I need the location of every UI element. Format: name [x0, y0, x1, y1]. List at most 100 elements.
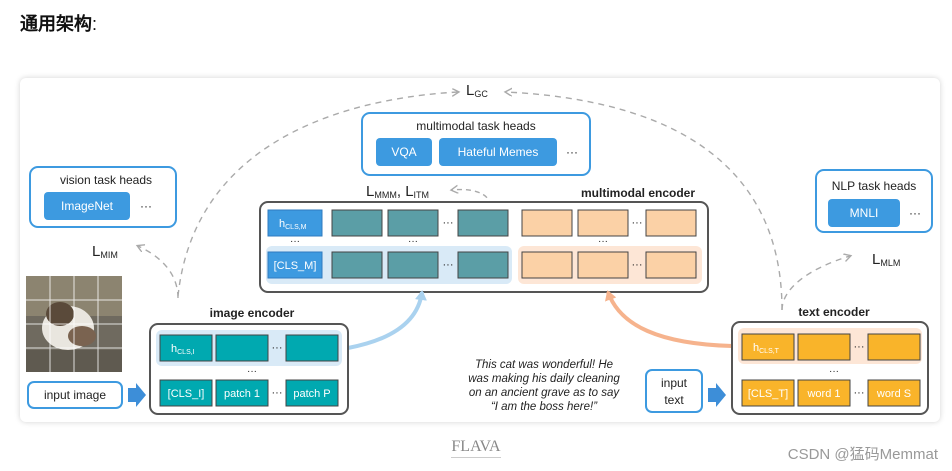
watermark: CSDN @猛码Memmat — [787, 446, 938, 463]
input-text-label-2: text — [664, 393, 684, 407]
image-encoder: image encoder hCLS,I ··· ··· [CLS_I] pat… — [149, 306, 349, 415]
image-h-cls-token — [159, 334, 213, 362]
nlp-heads-more: ··· — [909, 206, 921, 220]
mm-h-cls-label: hCLS,M — [279, 218, 307, 231]
mm-txt-token — [577, 251, 629, 279]
image-patch1-label: patch 1 — [224, 388, 260, 400]
text-encoder: text encoder hCLS,T ··· ··· [CLS_T] word… — [731, 305, 929, 415]
input-text-box[interactable] — [645, 369, 703, 413]
image-vdots: ··· — [247, 366, 257, 377]
text-vdots: ··· — [829, 366, 839, 377]
text-encoder-title: text encoder — [798, 305, 870, 319]
multimodal-encoder-title: multimodal encoder — [581, 186, 695, 200]
text-h-cls-label: hCLS,T — [753, 342, 780, 355]
imagenet-head-label: ImageNet — [61, 199, 114, 213]
mm-txt-token — [645, 251, 697, 279]
mm-img-token — [457, 251, 509, 279]
mm-img-token — [331, 209, 383, 237]
image-patch-token — [285, 379, 339, 407]
multimodal-encoder: multimodal encoder hCLS,M ··· ··· ··· ··… — [259, 186, 709, 293]
vision-heads-title: vision task heads — [60, 173, 152, 187]
mm-img-token — [331, 251, 383, 279]
image-to-multimodal-arrow — [347, 290, 427, 350]
text-h-cls-token — [741, 333, 795, 361]
mnli-head-button[interactable] — [828, 199, 900, 227]
loss-mim: LMIM — [92, 243, 118, 260]
image-hidden-token — [285, 334, 339, 362]
text-sample-line: was making his daily cleaning — [468, 373, 620, 385]
text-cls-label: [CLS_T] — [748, 388, 788, 400]
mm-img-token — [387, 209, 439, 237]
heading-colon: : — [92, 14, 98, 34]
image-h-cls-label: hCLS,I — [171, 343, 195, 356]
mm-txt-token — [577, 209, 629, 237]
heading-title: 通用架构 — [20, 14, 92, 34]
text-to-multimodal-arrow — [605, 290, 733, 348]
mm-vdots-right: ··· — [598, 236, 608, 247]
text-word1-label: word 1 — [806, 388, 840, 400]
image-hidden-token — [215, 334, 269, 362]
mm-cls-label: [CLS_M] — [274, 260, 317, 272]
text-word-dots: ··· — [854, 387, 865, 399]
image-encoder-title: image encoder — [210, 306, 295, 320]
loss-gc: LGC — [466, 82, 488, 99]
input-text-sample: This cat was wonderful! He was making hi… — [468, 359, 620, 413]
mm-txt-dots-bottom: ··· — [632, 259, 643, 271]
hateful-memes-head-button[interactable] — [439, 138, 557, 166]
input-image-label: input image — [44, 388, 106, 402]
text-word-token — [867, 379, 921, 407]
mnli-head-label: MNLI — [850, 206, 879, 220]
imagenet-head-button[interactable] — [44, 192, 130, 220]
text-hidden-token — [797, 333, 851, 361]
mm-txt-token — [645, 209, 697, 237]
mm-txt-token — [521, 209, 573, 237]
nlp-heads-title: NLP task heads — [832, 179, 917, 193]
text-hidden-dots: ··· — [854, 341, 865, 353]
text-cls-token — [741, 379, 795, 407]
gc-loss-arrow-right — [506, 92, 783, 311]
mlm-loss-arrow — [781, 256, 850, 311]
loss-mmm-itm: LMMM, LITM — [366, 183, 429, 200]
mm-cls-token — [267, 251, 323, 279]
vqa-head-button[interactable] — [376, 138, 432, 166]
mm-txt-dots: ··· — [632, 217, 643, 229]
text-wordS-label: word S — [876, 388, 911, 400]
image-cls-token — [159, 379, 213, 407]
mm-vdots-mid: ··· — [408, 236, 418, 247]
figure-caption-text: FLAVA — [451, 438, 501, 458]
nlp-task-heads: NLP task heads MNLI ··· — [815, 169, 933, 233]
figure-caption: FLAVA — [0, 438, 952, 458]
hateful-memes-head-label: Hateful Memes — [458, 145, 539, 159]
mm-h-cls-token — [267, 209, 323, 237]
mim-loss-arrow — [138, 246, 179, 299]
text-sample-line: “I am the boss here!” — [491, 401, 598, 413]
input-text-arrow — [708, 383, 726, 407]
input-image-arrow — [128, 383, 146, 407]
text-word-token — [797, 379, 851, 407]
loss-mlm: LMLM — [872, 251, 900, 268]
text-sample-line: on an ancient grave as to say — [469, 387, 620, 399]
mm-img-token — [387, 251, 439, 279]
input-image-photo — [26, 276, 122, 372]
text-hidden-token — [867, 333, 921, 361]
text-sample-line: This cat was wonderful! He — [475, 359, 613, 371]
image-hidden-dots: ··· — [272, 342, 283, 354]
mm-img-token — [457, 209, 509, 237]
mm-txt-token — [521, 251, 573, 279]
input-text-label-1: input — [661, 376, 688, 390]
flava-figure: LGC LMIM LMLM LMMM, LITM multimodal task… — [20, 78, 940, 422]
multimodal-heads-more: ··· — [566, 145, 578, 159]
vision-task-heads: vision task heads ImageNet ··· — [29, 166, 177, 228]
multimodal-heads-title: multimodal task heads — [416, 119, 535, 133]
input-image-box[interactable] — [27, 381, 123, 409]
image-cls-label: [CLS_I] — [168, 388, 205, 400]
mm-img-dots-bottom: ··· — [443, 259, 454, 271]
architecture-diagram: LGC LMIM LMLM LMMM, LITM multimodal task… — [26, 82, 933, 415]
mm-img-dots: ··· — [443, 217, 454, 229]
image-patch-token — [215, 379, 269, 407]
vision-heads-more: ··· — [140, 199, 152, 213]
mm-vdots-left: ··· — [290, 236, 300, 247]
gc-loss-arrow-left — [177, 92, 458, 297]
multimodal-task-heads: multimodal task heads VQA Hateful Memes … — [361, 112, 591, 176]
vqa-head-label: VQA — [391, 145, 416, 159]
